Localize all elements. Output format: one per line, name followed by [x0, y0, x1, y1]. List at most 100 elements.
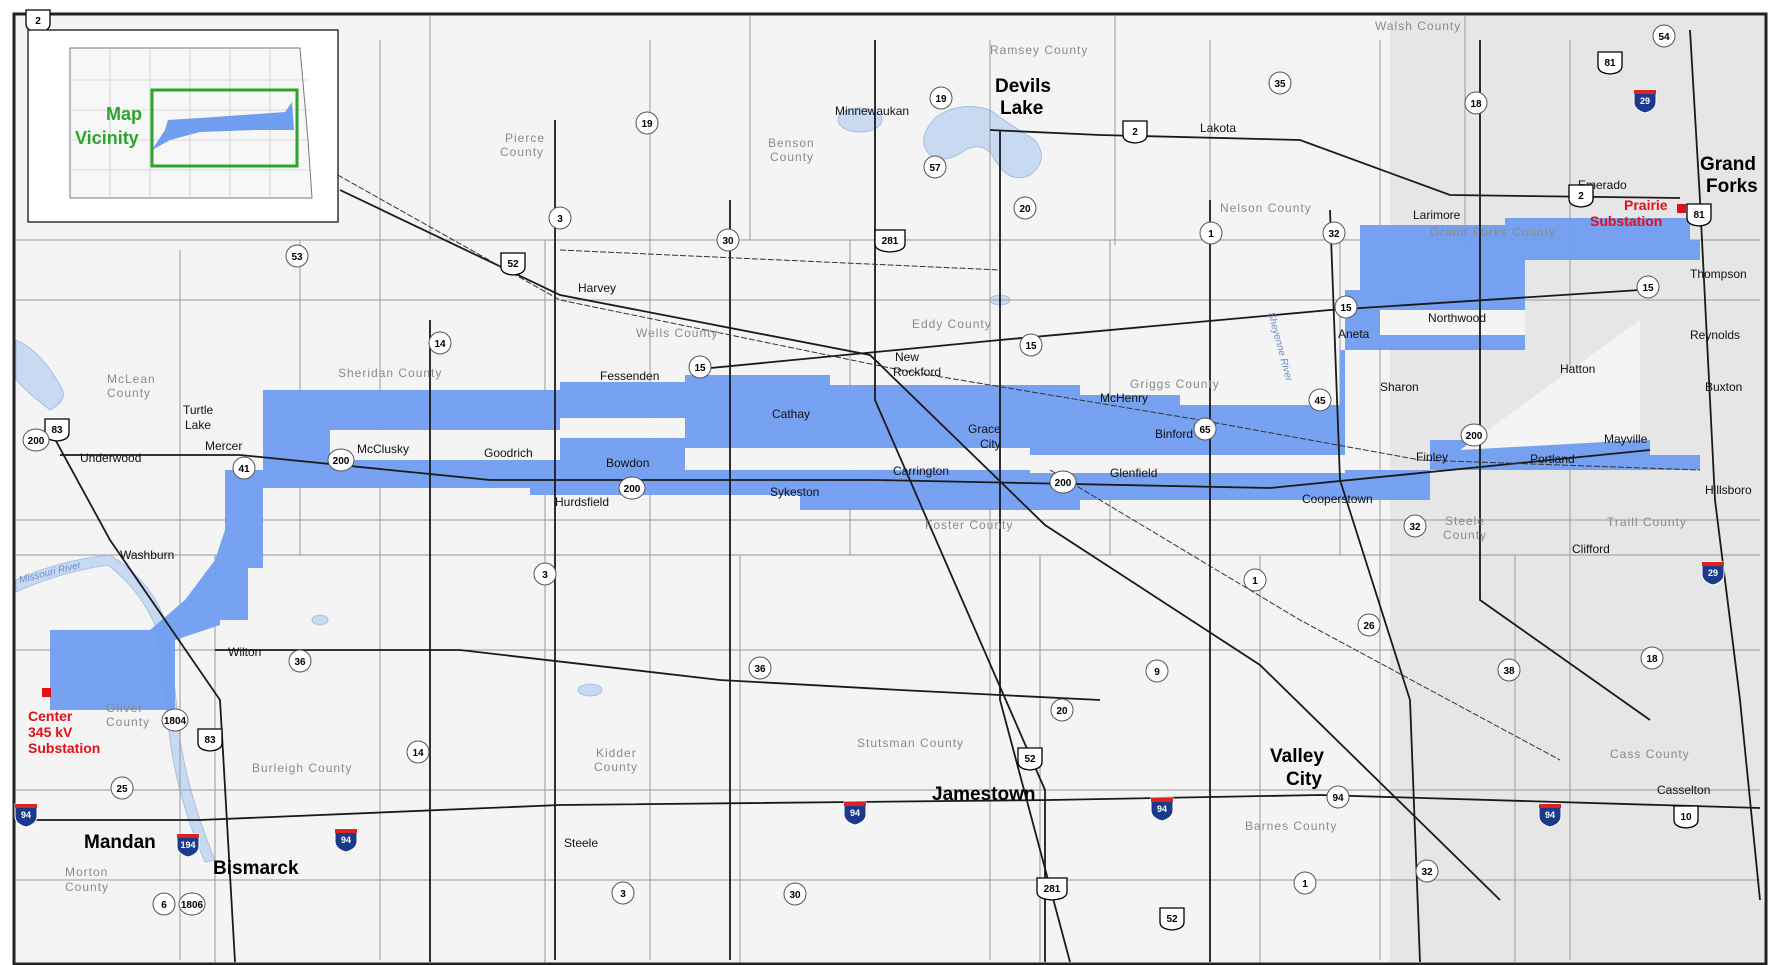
shield-number: 281	[1044, 884, 1061, 895]
city-label-mandan: Mandan	[84, 832, 156, 853]
state-route-shield: 3	[611, 881, 635, 905]
us-281	[874, 40, 1046, 962]
i-29	[1689, 29, 1761, 901]
county-label: Traill County	[1607, 515, 1687, 529]
interstate-shield: 29	[1701, 561, 1725, 586]
state-route-shield: 36	[748, 656, 772, 680]
shield-number: 200	[1055, 478, 1072, 489]
state-route-shield: 32	[1403, 514, 1427, 538]
state-route-shield: 1804	[161, 708, 189, 732]
city-label-grand-forks: Forks	[1706, 176, 1758, 197]
interstate-shield-band	[1702, 562, 1724, 566]
shield-number: 1	[1252, 576, 1258, 587]
town-label: McClusky	[357, 442, 409, 456]
shield-number: 15	[1025, 341, 1037, 352]
interstate-shield-band	[1151, 798, 1173, 802]
town-label: Wilton	[228, 645, 261, 659]
county-label: Cass County	[1610, 747, 1690, 761]
county-label: Stutsman County	[857, 736, 964, 750]
state-route-shield: 32	[1415, 859, 1439, 883]
town-label: Goodrich	[484, 446, 533, 460]
shield-number: 281	[882, 236, 899, 247]
shield-number: 83	[51, 425, 63, 436]
town-label: McHenry	[1100, 391, 1148, 405]
town-label: Northwood	[1428, 311, 1486, 325]
shield-number: 15	[1340, 303, 1352, 314]
us-route-shield: 281	[874, 229, 906, 253]
state-route-shield: 200	[22, 428, 50, 452]
us-83	[49, 429, 236, 963]
town-label: Sharon	[1380, 380, 1419, 394]
town-label: Casselton	[1657, 783, 1710, 797]
state-route-shield: 57	[923, 155, 947, 179]
state-route-shield: 15	[688, 355, 712, 379]
state-route-shield: 15	[1019, 333, 1043, 357]
corridor-gaps	[330, 310, 1640, 473]
state-route-shield: 1	[1293, 871, 1317, 895]
state-route-shield: 200	[1460, 423, 1488, 447]
town-label: Mayville	[1604, 432, 1648, 446]
county-label: County	[106, 715, 150, 729]
town-label: Portland	[1530, 452, 1575, 466]
county-label: Steele	[1445, 514, 1485, 528]
county-label: Foster County	[925, 518, 1013, 532]
county-label: Grand Forks County	[1430, 225, 1556, 239]
us-route-shield: 52	[1159, 907, 1185, 931]
shield-number: 19	[935, 94, 947, 105]
county-label: Walsh County	[1375, 19, 1461, 33]
shield-number: 52	[1024, 754, 1036, 765]
state-route-shield: 1	[1243, 568, 1267, 592]
state-route-shield: 200	[327, 448, 355, 472]
town-label: Sykeston	[770, 485, 819, 499]
state-route-shield: 14	[406, 740, 430, 764]
town-label: Lake	[185, 418, 211, 432]
interstate-shield-band	[335, 829, 357, 833]
state-route-shield: 3	[548, 206, 572, 230]
county-label: Barnes County	[1245, 819, 1337, 833]
county-label: Benson	[768, 136, 815, 150]
us-route-shield: 2	[1568, 184, 1594, 208]
shield-number: 3	[542, 570, 548, 581]
town-label: Lakota	[1200, 121, 1236, 135]
state-route-shield: 14	[428, 331, 452, 355]
shield-number: 1	[1302, 879, 1308, 890]
inset-corridor	[152, 102, 294, 150]
town-label: Aneta	[1338, 327, 1370, 341]
town-label: Mercer	[205, 439, 242, 453]
state-route-shield: 53	[285, 244, 309, 268]
shield-number: 36	[294, 657, 306, 668]
city-label-devils-lake: Devils	[995, 76, 1051, 97]
shield-number: 1806	[181, 900, 204, 911]
shield-number: 52	[1166, 914, 1178, 925]
shield-number: 200	[333, 456, 350, 467]
state-route-shield: 200	[1049, 470, 1077, 494]
county-label: Oliver	[106, 701, 143, 715]
state-route-shield: 94	[1326, 785, 1350, 809]
state-route-shield: 30	[783, 882, 807, 906]
city-labels: Grand Forks Devils Lake Jamestown Valley…	[84, 76, 1758, 879]
us-route-shield: 52	[500, 252, 526, 276]
pond	[577, 683, 603, 697]
town-label: Cooperstown	[1302, 492, 1373, 506]
inset-map: Map Vicinity	[27, 29, 339, 223]
us-route-shield: 281	[1036, 877, 1068, 901]
state-route-shield: 20	[1050, 698, 1074, 722]
interstate-shield-band	[177, 834, 199, 838]
town-label: Hillsboro	[1705, 483, 1752, 497]
us-route-shield: 81	[1597, 51, 1623, 75]
county-label: Griggs County	[1130, 377, 1220, 391]
town-label: Hatton	[1560, 362, 1595, 376]
center-substation-label: 345 kV	[28, 724, 73, 740]
center-substation-label: Center	[28, 708, 73, 724]
shield-number: 30	[789, 890, 801, 901]
highways	[16, 29, 1761, 963]
state-route-shield: 18	[1640, 646, 1664, 670]
town-label: Washburn	[120, 548, 174, 562]
state-route-shield: 1806	[178, 892, 206, 916]
county-label: Pierce	[505, 131, 545, 145]
shield-number: 26	[1363, 621, 1375, 632]
state-route-shield: 9	[1145, 659, 1169, 683]
inset-vicinity-box	[150, 88, 299, 168]
county-label: Eddy County	[912, 317, 992, 331]
pond	[837, 107, 883, 133]
